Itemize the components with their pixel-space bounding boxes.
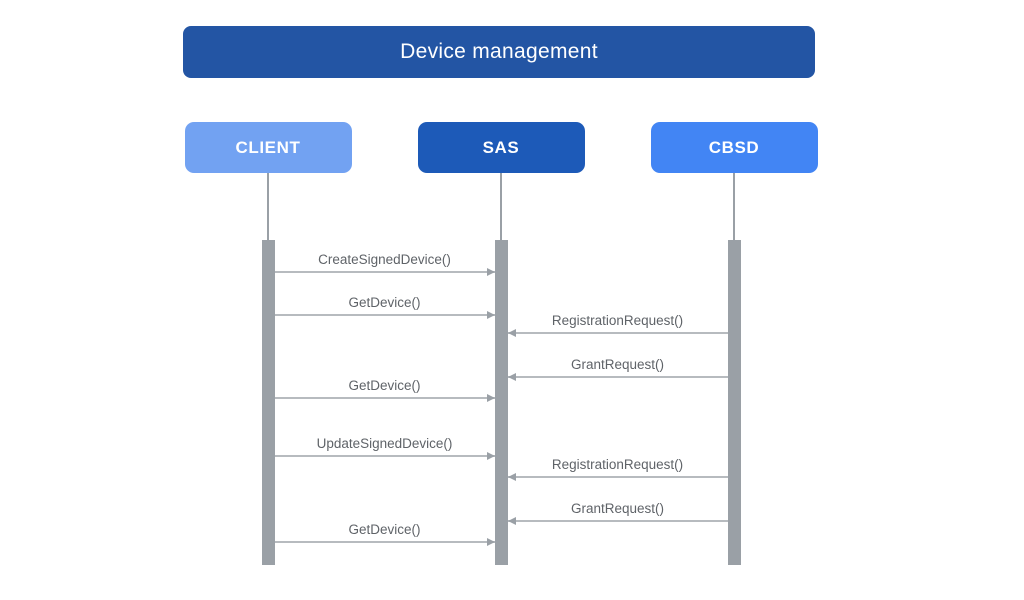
message-label-7: GrantRequest() xyxy=(570,501,665,516)
message-arrowhead-6 xyxy=(507,472,516,481)
actor-box-client: CLIENT xyxy=(184,122,352,173)
actor-box-cbsd: CBSD xyxy=(650,122,818,173)
lifeline-stem-sas xyxy=(500,173,502,240)
message-label-3: GrantRequest() xyxy=(570,357,665,372)
message-label-4: GetDevice() xyxy=(348,378,421,393)
message-label-1: GetDevice() xyxy=(348,295,421,310)
message-line-0 xyxy=(274,271,495,273)
message-label-2: RegistrationRequest() xyxy=(551,313,684,328)
message-line-3 xyxy=(507,376,728,378)
message-arrowhead-7 xyxy=(507,516,516,525)
diagram-title: Device management xyxy=(400,40,598,63)
message-line-7 xyxy=(507,520,728,522)
message-label-8: GetDevice() xyxy=(348,522,421,537)
lifeline-stem-client xyxy=(267,173,269,240)
message-label-6: RegistrationRequest() xyxy=(551,457,684,472)
activation-bar-sas xyxy=(494,240,508,565)
actor-label-cbsd: CBSD xyxy=(708,137,760,157)
activation-bar-client xyxy=(261,240,275,565)
message-arrowhead-4 xyxy=(486,393,495,402)
message-label-5: UpdateSignedDevice() xyxy=(316,436,453,451)
message-arrowhead-8 xyxy=(486,537,495,546)
diagram-title-banner: Device management xyxy=(183,26,815,78)
message-arrowhead-2 xyxy=(507,328,516,337)
message-line-2 xyxy=(507,332,728,334)
message-line-1 xyxy=(274,314,495,316)
message-label-0: CreateSignedDevice() xyxy=(318,252,451,267)
message-line-5 xyxy=(274,455,495,457)
actor-label-sas: SAS xyxy=(482,137,520,157)
message-line-8 xyxy=(274,541,495,543)
message-arrowhead-1 xyxy=(486,310,495,319)
message-arrowhead-5 xyxy=(486,451,495,460)
message-line-6 xyxy=(507,476,728,478)
message-line-4 xyxy=(274,397,495,399)
actor-box-sas: SAS xyxy=(417,122,585,173)
message-arrowhead-3 xyxy=(507,372,516,381)
actor-label-client: CLIENT xyxy=(235,137,301,157)
activation-bar-cbsd xyxy=(727,240,741,565)
message-arrowhead-0 xyxy=(486,267,495,276)
lifeline-stem-cbsd xyxy=(733,173,735,240)
